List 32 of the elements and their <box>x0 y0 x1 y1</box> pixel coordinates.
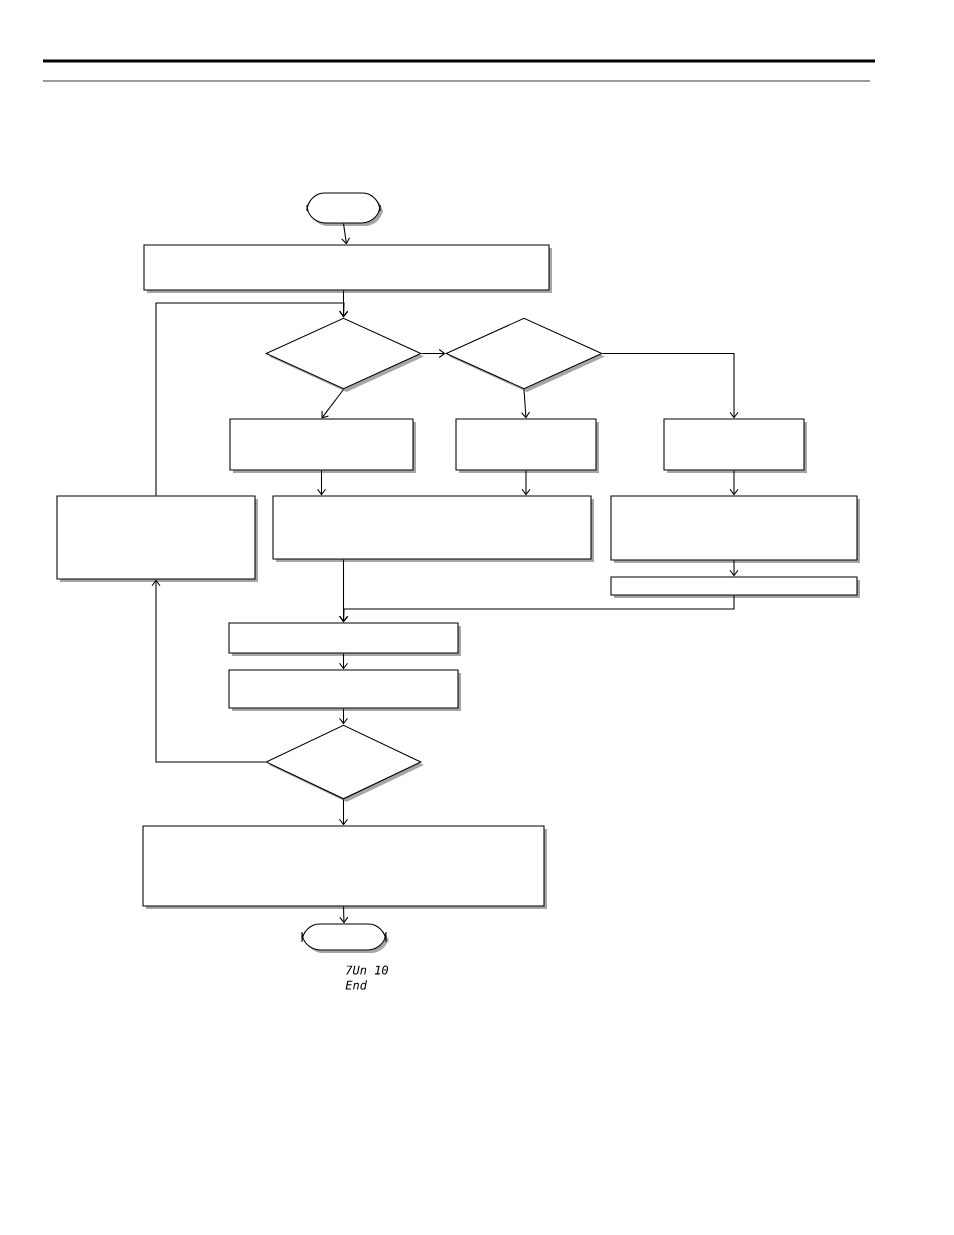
display-text: 7Un 10 <box>346 965 389 975</box>
arrow <box>338 799 349 826</box>
arrow <box>521 470 531 496</box>
arrow <box>339 906 349 924</box>
decision-diamond <box>444 317 605 392</box>
arrow <box>729 470 739 496</box>
process-box <box>610 495 860 563</box>
arrow <box>155 302 349 496</box>
decision-diamond <box>264 724 424 802</box>
process-box <box>229 418 416 473</box>
arrow <box>316 470 327 496</box>
process-box <box>56 495 258 582</box>
arrow <box>602 352 739 419</box>
process-box <box>143 244 552 293</box>
process-box <box>142 825 547 909</box>
arrow <box>339 595 735 623</box>
display-text: End <box>345 980 368 990</box>
arrow <box>729 560 739 577</box>
process-box <box>272 495 594 562</box>
process-box <box>663 418 807 473</box>
arrow <box>341 223 351 245</box>
arrow <box>338 653 349 670</box>
process-box <box>610 576 860 598</box>
decision-diamond <box>264 317 424 392</box>
process-box <box>455 418 599 473</box>
process-box <box>228 622 461 656</box>
process-box <box>228 669 461 711</box>
arrow <box>151 579 266 763</box>
arrow <box>338 708 349 725</box>
arrow <box>521 389 531 419</box>
arrow <box>421 348 446 359</box>
arrow <box>321 389 345 419</box>
